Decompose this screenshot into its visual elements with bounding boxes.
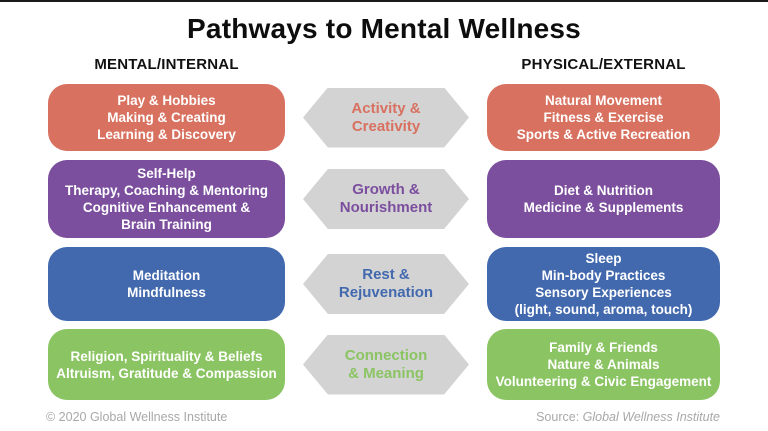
physical-box-rest: Sleep Min-body Practices Sensory Experie… [487, 247, 720, 321]
mental-box-connection: Religion, Spirituality & Beliefs Altruis… [48, 329, 285, 400]
pathway-row-activity-creativity: Play & Hobbies Making & Creating Learnin… [48, 84, 720, 151]
footer: © 2020 Global Wellness Institute Source:… [46, 410, 720, 424]
pathway-row-connection-meaning: Religion, Spirituality & Beliefs Altruis… [48, 329, 720, 400]
hexagon-cell: Activity & Creativity [285, 84, 487, 151]
column-header-physical-external: PHYSICAL/EXTERNAL [521, 56, 686, 73]
physical-box-growth: Diet & Nutrition Medicine & Supplements [487, 160, 720, 238]
mental-box-activity: Play & Hobbies Making & Creating Learnin… [48, 84, 285, 151]
column-headers: MENTAL/INTERNAL PHYSICAL/EXTERNAL [48, 56, 720, 73]
pathway-row-growth-nourishment: Self-Help Therapy, Coaching & Mentoring … [48, 160, 720, 238]
physical-box-connection: Family & Friends Nature & Animals Volunt… [487, 329, 720, 400]
hexagon-cell: Growth & Nourishment [285, 160, 487, 238]
pathway-row-rest-rejuvenation: Meditation Mindfulness Rest & Rejuvenati… [48, 247, 720, 321]
source-label: Source: [536, 410, 583, 424]
physical-box-activity: Natural Movement Fitness & Exercise Spor… [487, 84, 720, 151]
hexagon-cell: Rest & Rejuvenation [285, 247, 487, 321]
hexagon-label-growth-nourishment: Growth & Nourishment [303, 169, 469, 229]
hexagon-label-connection-meaning: Connection & Meaning [303, 334, 469, 395]
mental-box-rest: Meditation Mindfulness [48, 247, 285, 321]
column-header-mental-internal: MENTAL/INTERNAL [94, 56, 239, 73]
hexagon-cell: Connection & Meaning [285, 329, 487, 400]
hexagon-label-rest-rejuvenation: Rest & Rejuvenation [303, 254, 469, 314]
mental-box-growth: Self-Help Therapy, Coaching & Mentoring … [48, 160, 285, 238]
page-title: Pathways to Mental Wellness [187, 13, 581, 44]
hexagon-label-activity-creativity: Activity & Creativity [303, 87, 469, 148]
top-border-line [0, 0, 768, 2]
pathway-rows: Play & Hobbies Making & Creating Learnin… [48, 84, 720, 400]
source-credit: Source: Global Wellness Institute [536, 410, 720, 424]
copyright-text: © 2020 Global Wellness Institute [46, 410, 228, 424]
source-name: Global Wellness Institute [582, 410, 720, 424]
